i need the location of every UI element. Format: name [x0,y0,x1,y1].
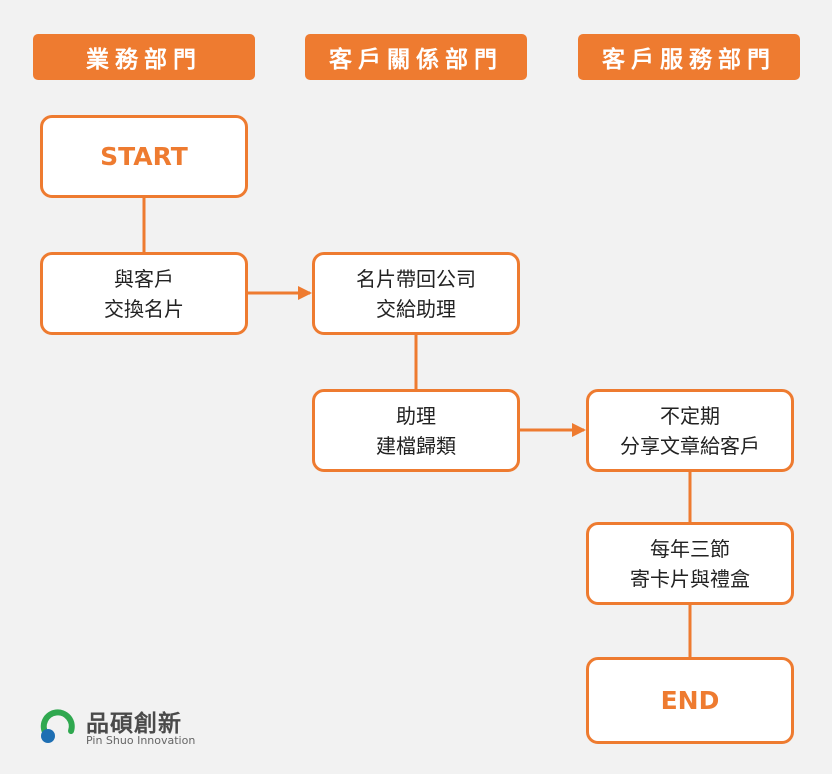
bring-cards-back-line-1: 名片帶回公司 [356,266,476,291]
logo-subtitle: Pin Shuo Innovation [86,734,196,747]
bring-cards-back-line-2: 交給助理 [376,296,456,321]
lane-header-sales: 業務部門 [33,34,255,80]
logo-mark-icon [40,709,75,743]
festival-gifts-line-1: 每年三節 [650,536,730,561]
end-label: END [660,685,720,715]
lane-header-customer-relations: 客戶關係部門 [305,34,527,80]
bring-cards-back-node: 名片帶回公司 交給助理 [312,252,520,335]
festival-gifts-node: 每年三節 寄卡片與禮盒 [586,522,794,605]
start-label: START [100,141,188,171]
assistant-filing-line-1: 助理 [396,403,436,428]
logo-name: 品碩創新 [86,711,182,737]
exchange-cards-node: 與客戶 交換名片 [40,252,248,335]
assistant-filing-node: 助理 建檔歸類 [312,389,520,472]
share-articles-line-2: 分享文章給客戶 [620,433,760,458]
start-node: START [40,115,248,198]
share-articles-line-1: 不定期 [660,403,720,428]
exchange-cards-line-1: 與客戶 [114,266,174,291]
share-articles-node: 不定期 分享文章給客戶 [586,389,794,472]
festival-gifts-line-2: 寄卡片與禮盒 [630,566,750,591]
assistant-filing-line-2: 建檔歸類 [376,433,456,458]
lane-header-customer-service: 客戶服務部門 [578,34,800,80]
end-node: END [586,657,794,744]
exchange-cards-line-2: 交換名片 [104,296,184,321]
